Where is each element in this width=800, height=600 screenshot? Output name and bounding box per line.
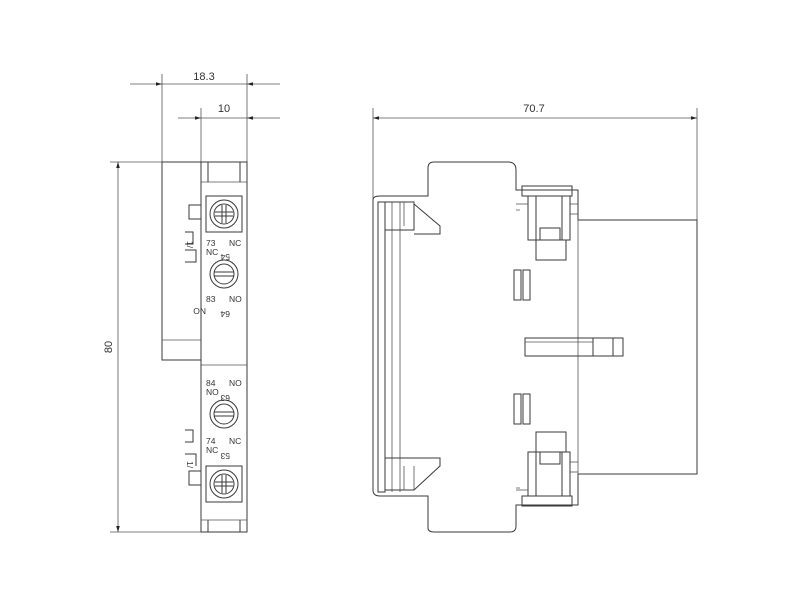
latch-tab: [188, 470, 202, 486]
side-flange: [161, 161, 202, 361]
marker-top: 1/: [185, 241, 195, 249]
vent-slot: [513, 269, 522, 301]
terminal-54: 54: [220, 252, 230, 262]
dimension-depth: 70.7: [372, 103, 698, 250]
nc-label: NC: [229, 238, 241, 248]
side-housing: [372, 161, 698, 533]
terminal-53: 53: [220, 451, 230, 461]
terminal-screw: [209, 259, 239, 289]
terminal-74: 74: [206, 436, 216, 446]
no-label: NO: [229, 378, 242, 388]
contact-block-body: [200, 161, 248, 533]
bottom-terminal-assembly: [516, 431, 578, 507]
actuator: [524, 337, 624, 357]
no-label: NO: [206, 387, 219, 397]
dim-label-18-3: 18.3: [193, 71, 214, 83]
terminal-84: 84: [206, 378, 216, 388]
front-view: 18.3 10 80: [103, 71, 280, 533]
nc-label: NC: [229, 436, 241, 446]
dimension-height: 80: [103, 161, 205, 533]
marker-bottom: 1/: [185, 461, 195, 469]
dimension-overall-width: 18.3: [130, 71, 280, 165]
vent-slot: [522, 393, 531, 425]
vent-slot: [513, 393, 522, 425]
terminal-screw: [209, 399, 239, 429]
side-view: 70.7: [372, 103, 698, 533]
terminal-63: 63: [220, 393, 230, 403]
latch-tab: [188, 204, 202, 220]
terminal-screw: [205, 465, 243, 503]
terminal-64: 64: [220, 309, 230, 319]
terminal-73: 73: [206, 238, 216, 248]
nc-label: NC: [206, 247, 218, 257]
no-label: NO: [193, 306, 206, 316]
dim-label-80: 80: [103, 341, 115, 353]
dimension-body-width: 10: [178, 103, 280, 165]
terminal-83: 83: [206, 294, 216, 304]
no-label: NO: [229, 294, 242, 304]
dim-label-10: 10: [218, 103, 230, 115]
top-terminal-assembly: [516, 185, 578, 261]
terminal-labels: 73 NC NC 54 83 NO 64 NO 84 NO NO 63 74 N…: [193, 238, 242, 461]
nc-label: NC: [206, 445, 218, 455]
dim-label-70-7: 70.7: [523, 103, 544, 115]
vent-slot: [522, 269, 531, 301]
terminal-screw: [205, 195, 243, 233]
